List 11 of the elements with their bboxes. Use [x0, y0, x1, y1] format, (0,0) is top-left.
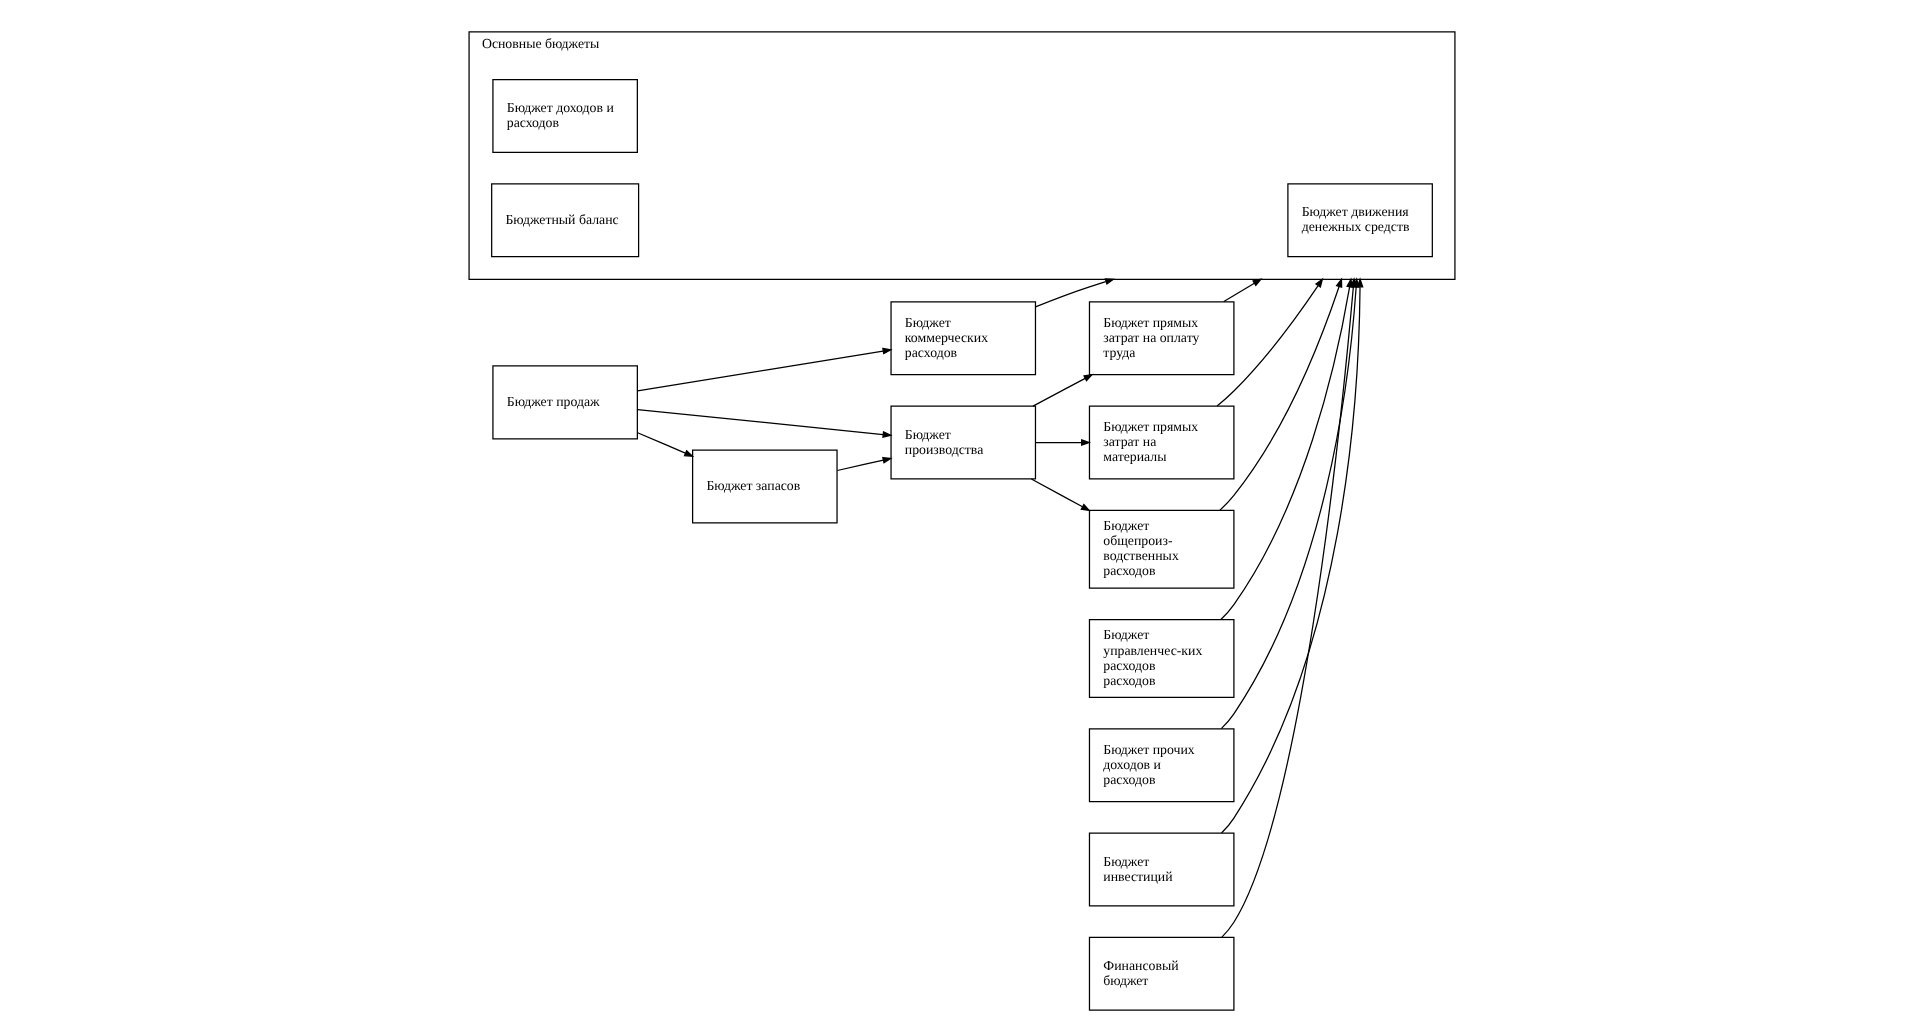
- arrow: [1031, 373, 1093, 407]
- arrow: [635, 408, 892, 438]
- arrow: [1033, 278, 1115, 308]
- arrow: [1218, 277, 1342, 511]
- arrow: [1215, 277, 1323, 407]
- arrow: [1034, 439, 1091, 447]
- arrow: [835, 456, 892, 472]
- arrow: [1029, 478, 1090, 512]
- arrow: [635, 347, 892, 392]
- arrow: [1222, 278, 1262, 303]
- arrow: [635, 432, 694, 457]
